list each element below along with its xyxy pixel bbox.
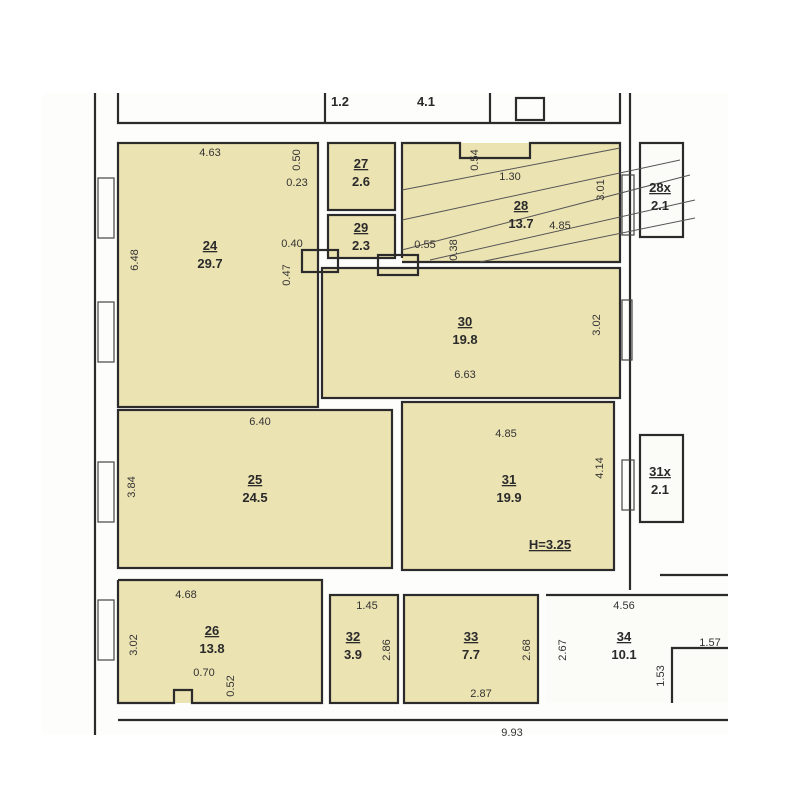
ceiling-height-label: H=3.25 (529, 537, 571, 552)
room-34-number: 34 (617, 629, 632, 644)
room-25-number: 25 (248, 472, 262, 487)
room-33-fill (404, 595, 538, 703)
dimension: 3.02 (591, 314, 603, 335)
dimension: 2.68 (521, 639, 533, 660)
dimension: 0.23 (286, 177, 307, 189)
dimension: 4.68 (175, 589, 196, 601)
dimension: 1.30 (499, 171, 520, 183)
room-27-fill (328, 143, 395, 210)
dimension: 2.87 (470, 688, 491, 700)
dimension: 0.47 (281, 264, 293, 285)
dimension: 4.14 (594, 457, 606, 478)
dimension: 3.01 (595, 179, 607, 200)
room-28x-number: 28x (649, 180, 671, 195)
dimension: 0.54 (469, 149, 481, 170)
room-24-area: 29.7 (197, 256, 222, 271)
room-29-area: 2.3 (352, 238, 370, 253)
dimension: 6.40 (249, 416, 270, 428)
dimension: 0.40 (281, 238, 302, 250)
room-29-number: 29 (354, 220, 368, 235)
dimension: 1.53 (655, 665, 667, 686)
room-26-area: 13.8 (199, 641, 224, 656)
top-area-2: 4.1 (417, 94, 435, 109)
room-25-fill (118, 410, 392, 568)
dimension: 2.67 (557, 639, 569, 660)
dimension: 1.45 (356, 600, 377, 612)
dimension: 4.85 (549, 220, 570, 232)
room-29-fill (328, 215, 395, 258)
room-32-area: 3.9 (344, 647, 362, 662)
room-28x-area: 2.1 (651, 198, 669, 213)
room-27-number: 27 (354, 156, 368, 171)
dimension: 4.85 (495, 428, 516, 440)
room-32-number: 32 (346, 629, 360, 644)
room-30-fill (322, 268, 620, 398)
room-31x-area: 2.1 (651, 482, 669, 497)
room-24-number: 24 (203, 238, 218, 253)
room-28-number: 28 (514, 198, 528, 213)
dimension: 0.55 (414, 239, 435, 251)
dimension: 0.70 (193, 667, 214, 679)
room-31x-number: 31x (649, 464, 671, 479)
dimension: 0.50 (291, 149, 303, 170)
room-26-fill (118, 580, 322, 703)
dimension: 3.02 (128, 634, 140, 655)
room-33-area: 7.7 (462, 647, 480, 662)
top-area-1: 1.2 (331, 94, 349, 109)
dimension: 4.63 (199, 147, 220, 159)
room-30-number: 30 (458, 314, 472, 329)
room-31-fill (402, 402, 614, 570)
room-31-area: 19.9 (496, 490, 521, 505)
room-labels: 24 29.7 25 24.5 26 13.8 27 2.6 28 13.7 2… (197, 94, 671, 662)
dimension: 1.57 (699, 637, 720, 649)
dimension: 2.86 (381, 639, 393, 660)
balcony-28x-fill (640, 143, 683, 237)
room-33-number: 33 (464, 629, 478, 644)
room-27-area: 2.6 (352, 174, 370, 189)
dimension: 4.56 (613, 600, 634, 612)
dimension-labels: 4.63 0.50 0.23 6.48 0.40 0.47 0.54 1.30 … (126, 147, 721, 739)
balcony-31x-fill (640, 435, 683, 522)
dimension: 9.93 (501, 727, 522, 739)
dimension: 3.84 (126, 476, 138, 497)
room-25-area: 24.5 (242, 490, 267, 505)
room-32-fill (330, 595, 398, 703)
room-30-area: 19.8 (452, 332, 477, 347)
dimension: 0.52 (225, 675, 237, 696)
dimension: 0.38 (448, 239, 460, 260)
room-34-area: 10.1 (611, 647, 636, 662)
room-24-fill (118, 143, 318, 407)
room-28-area: 13.7 (508, 216, 533, 231)
room-31-number: 31 (502, 472, 516, 487)
walls (93, 93, 728, 735)
room-26-number: 26 (205, 623, 219, 638)
dimension: 6.48 (129, 249, 141, 270)
dimension: 6.63 (454, 369, 475, 381)
